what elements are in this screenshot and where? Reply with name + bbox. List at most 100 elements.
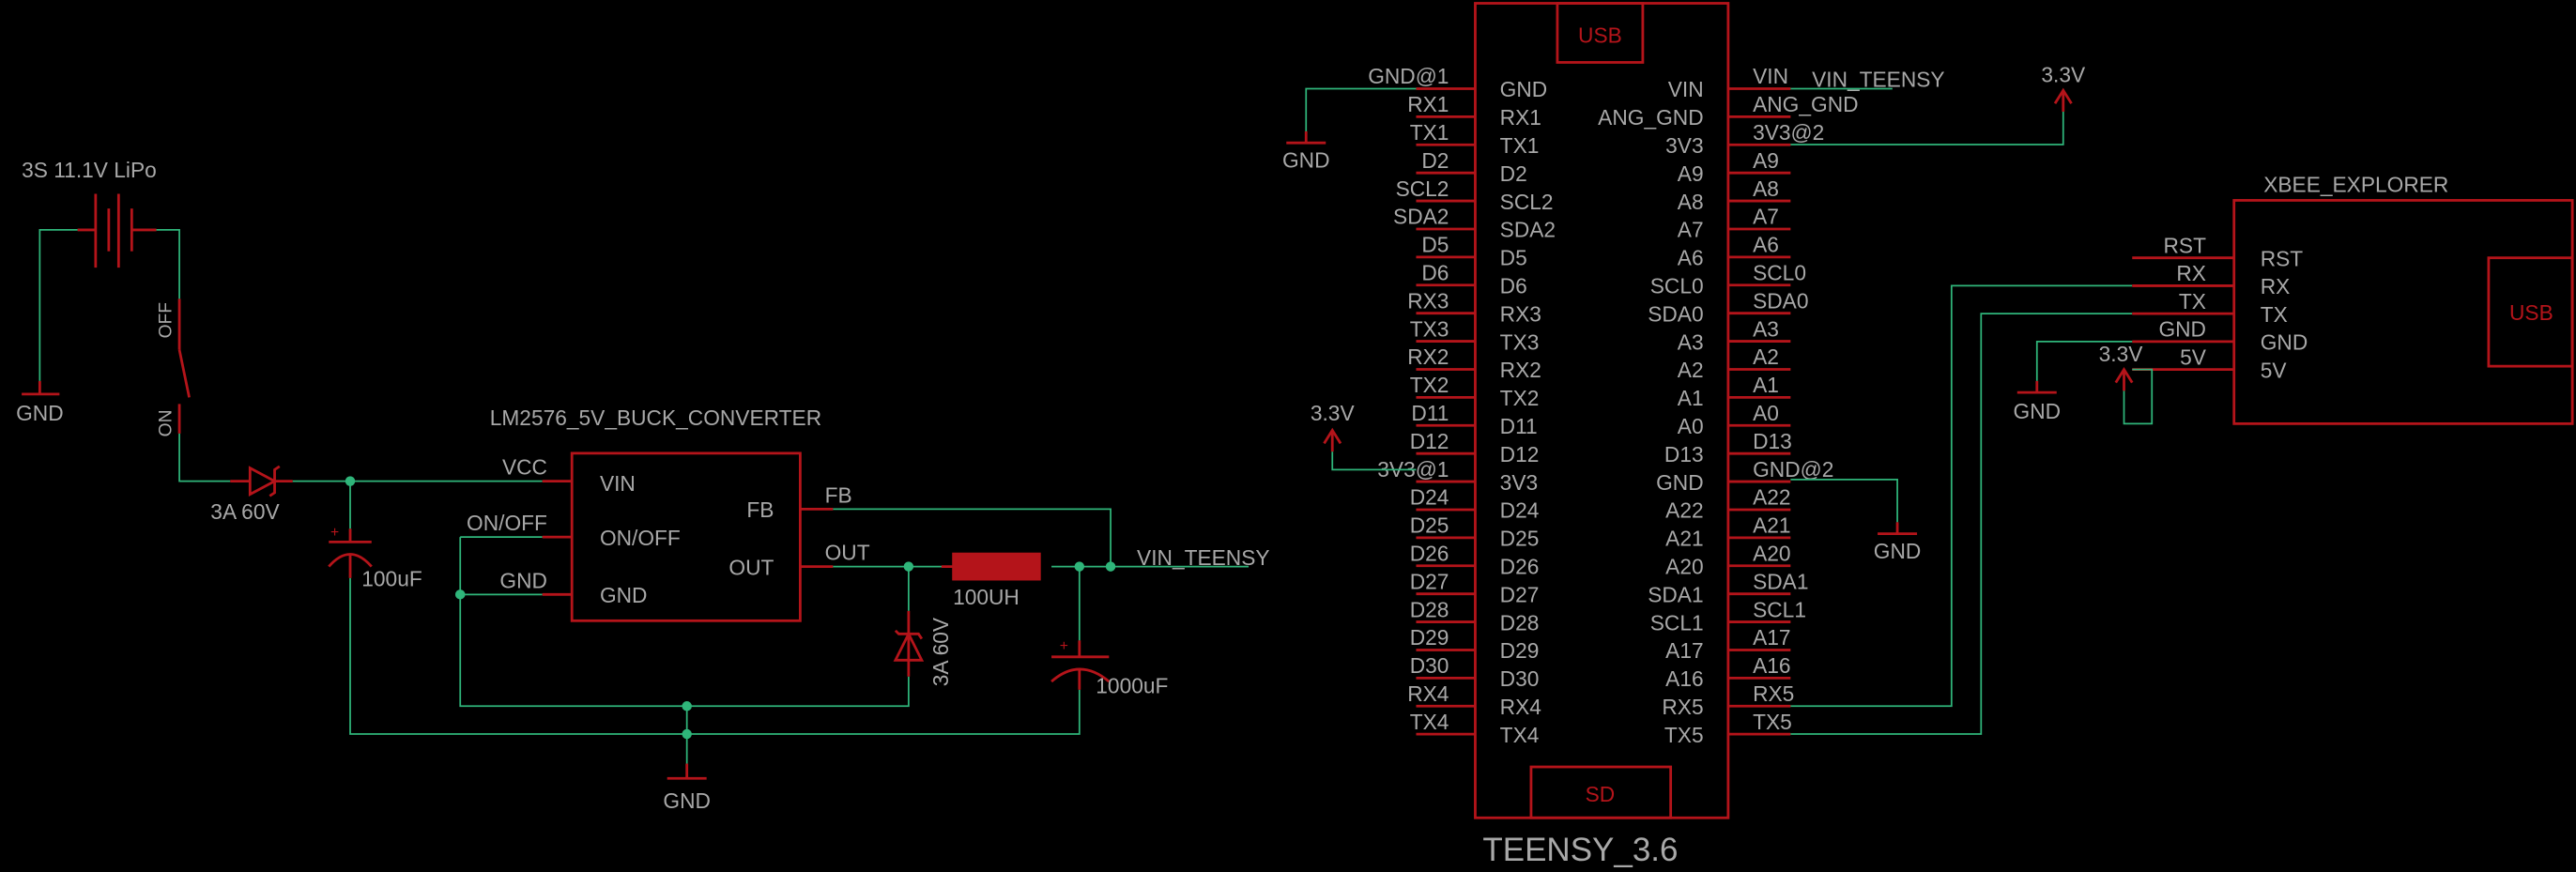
xbee-explorer-module[interactable]: XBEE_EXPLORER USB RSTRSTRXRXTXTXGNDGND5V… — [2132, 173, 2574, 425]
gnd-symbol-regulator: GND — [663, 776, 711, 813]
wire-teensy-3v3-1 — [1331, 451, 1417, 471]
catch-diode-label: 3A 60V — [928, 617, 953, 686]
pin-name: RX1 — [1500, 105, 1541, 130]
pin-net-label: D6 — [1421, 261, 1449, 285]
wire-switch-diode — [178, 433, 231, 482]
pin-name: 5V — [2261, 358, 2288, 382]
pin-name: D13 — [1664, 442, 1704, 467]
pin-name: D2 — [1500, 161, 1527, 186]
xbee-pin-5v[interactable]: 5V 5V — [2132, 344, 2287, 382]
reg-net-out: OUT — [825, 541, 870, 565]
pin-net-label: D30 — [1410, 653, 1449, 678]
power-switch[interactable]: OFF ON — [156, 298, 191, 436]
pin-net-label: A7 — [1753, 205, 1779, 229]
pin-name: VIN — [1668, 77, 1704, 101]
buck-regulator[interactable]: LM2576_5V_BUCK_CONVERTER VIN ON/OFF GND … — [467, 405, 870, 622]
wire-tx5-to-xbee-tx — [1790, 313, 2133, 735]
pin-net-label: D29 — [1410, 625, 1449, 650]
wire-teensy-gnd1 — [1305, 87, 1417, 131]
svg-text:GND: GND — [1282, 147, 1330, 172]
teensy-usb-label: USB — [1578, 23, 1622, 47]
pin-name: A8 — [1678, 190, 1704, 214]
input-capacitor[interactable]: + 100uF — [328, 481, 422, 591]
input-diode[interactable]: 3A 60V — [210, 465, 293, 524]
input-cap-label: 100uF — [361, 567, 422, 591]
pin-net-label: ANG_GND — [1753, 92, 1858, 116]
power-3v3-symbol-top: 3.3V — [2041, 62, 2086, 112]
catch-diode[interactable]: 3A 60V — [893, 566, 953, 687]
inductor[interactable]: 100UH — [941, 552, 1041, 609]
pin-name: TX1 — [1500, 133, 1540, 158]
wire-gnd-bottom — [349, 577, 1081, 735]
teensy-module[interactable]: USB SD TEENSY_3.6 GND@1GNDRX1RX1TX1TX1D2… — [1368, 2, 1859, 868]
pin-name: D26 — [1500, 555, 1540, 579]
reg-pin-fb: FB — [746, 497, 774, 522]
pin-name: TX3 — [1500, 329, 1540, 354]
wire-fb — [833, 508, 1112, 567]
pin-net-label: RX3 — [1407, 288, 1449, 313]
output-capacitor[interactable]: + 1000uF — [1050, 566, 1168, 698]
battery[interactable]: 3S 11.1V LiPo — [22, 158, 157, 268]
pin-net-label: SDA0 — [1753, 288, 1808, 313]
pin-name: 3V3 — [1500, 470, 1538, 495]
pin-name: D24 — [1500, 498, 1540, 523]
pin-name: A7 — [1678, 218, 1704, 242]
pin-net-label: 5V — [2180, 344, 2207, 369]
pin-name: TX — [2261, 302, 2288, 327]
xbee-name: XBEE_EXPLORER — [2263, 173, 2448, 197]
pin-name: A20 — [1665, 555, 1703, 579]
svg-text:GND: GND — [663, 788, 711, 813]
